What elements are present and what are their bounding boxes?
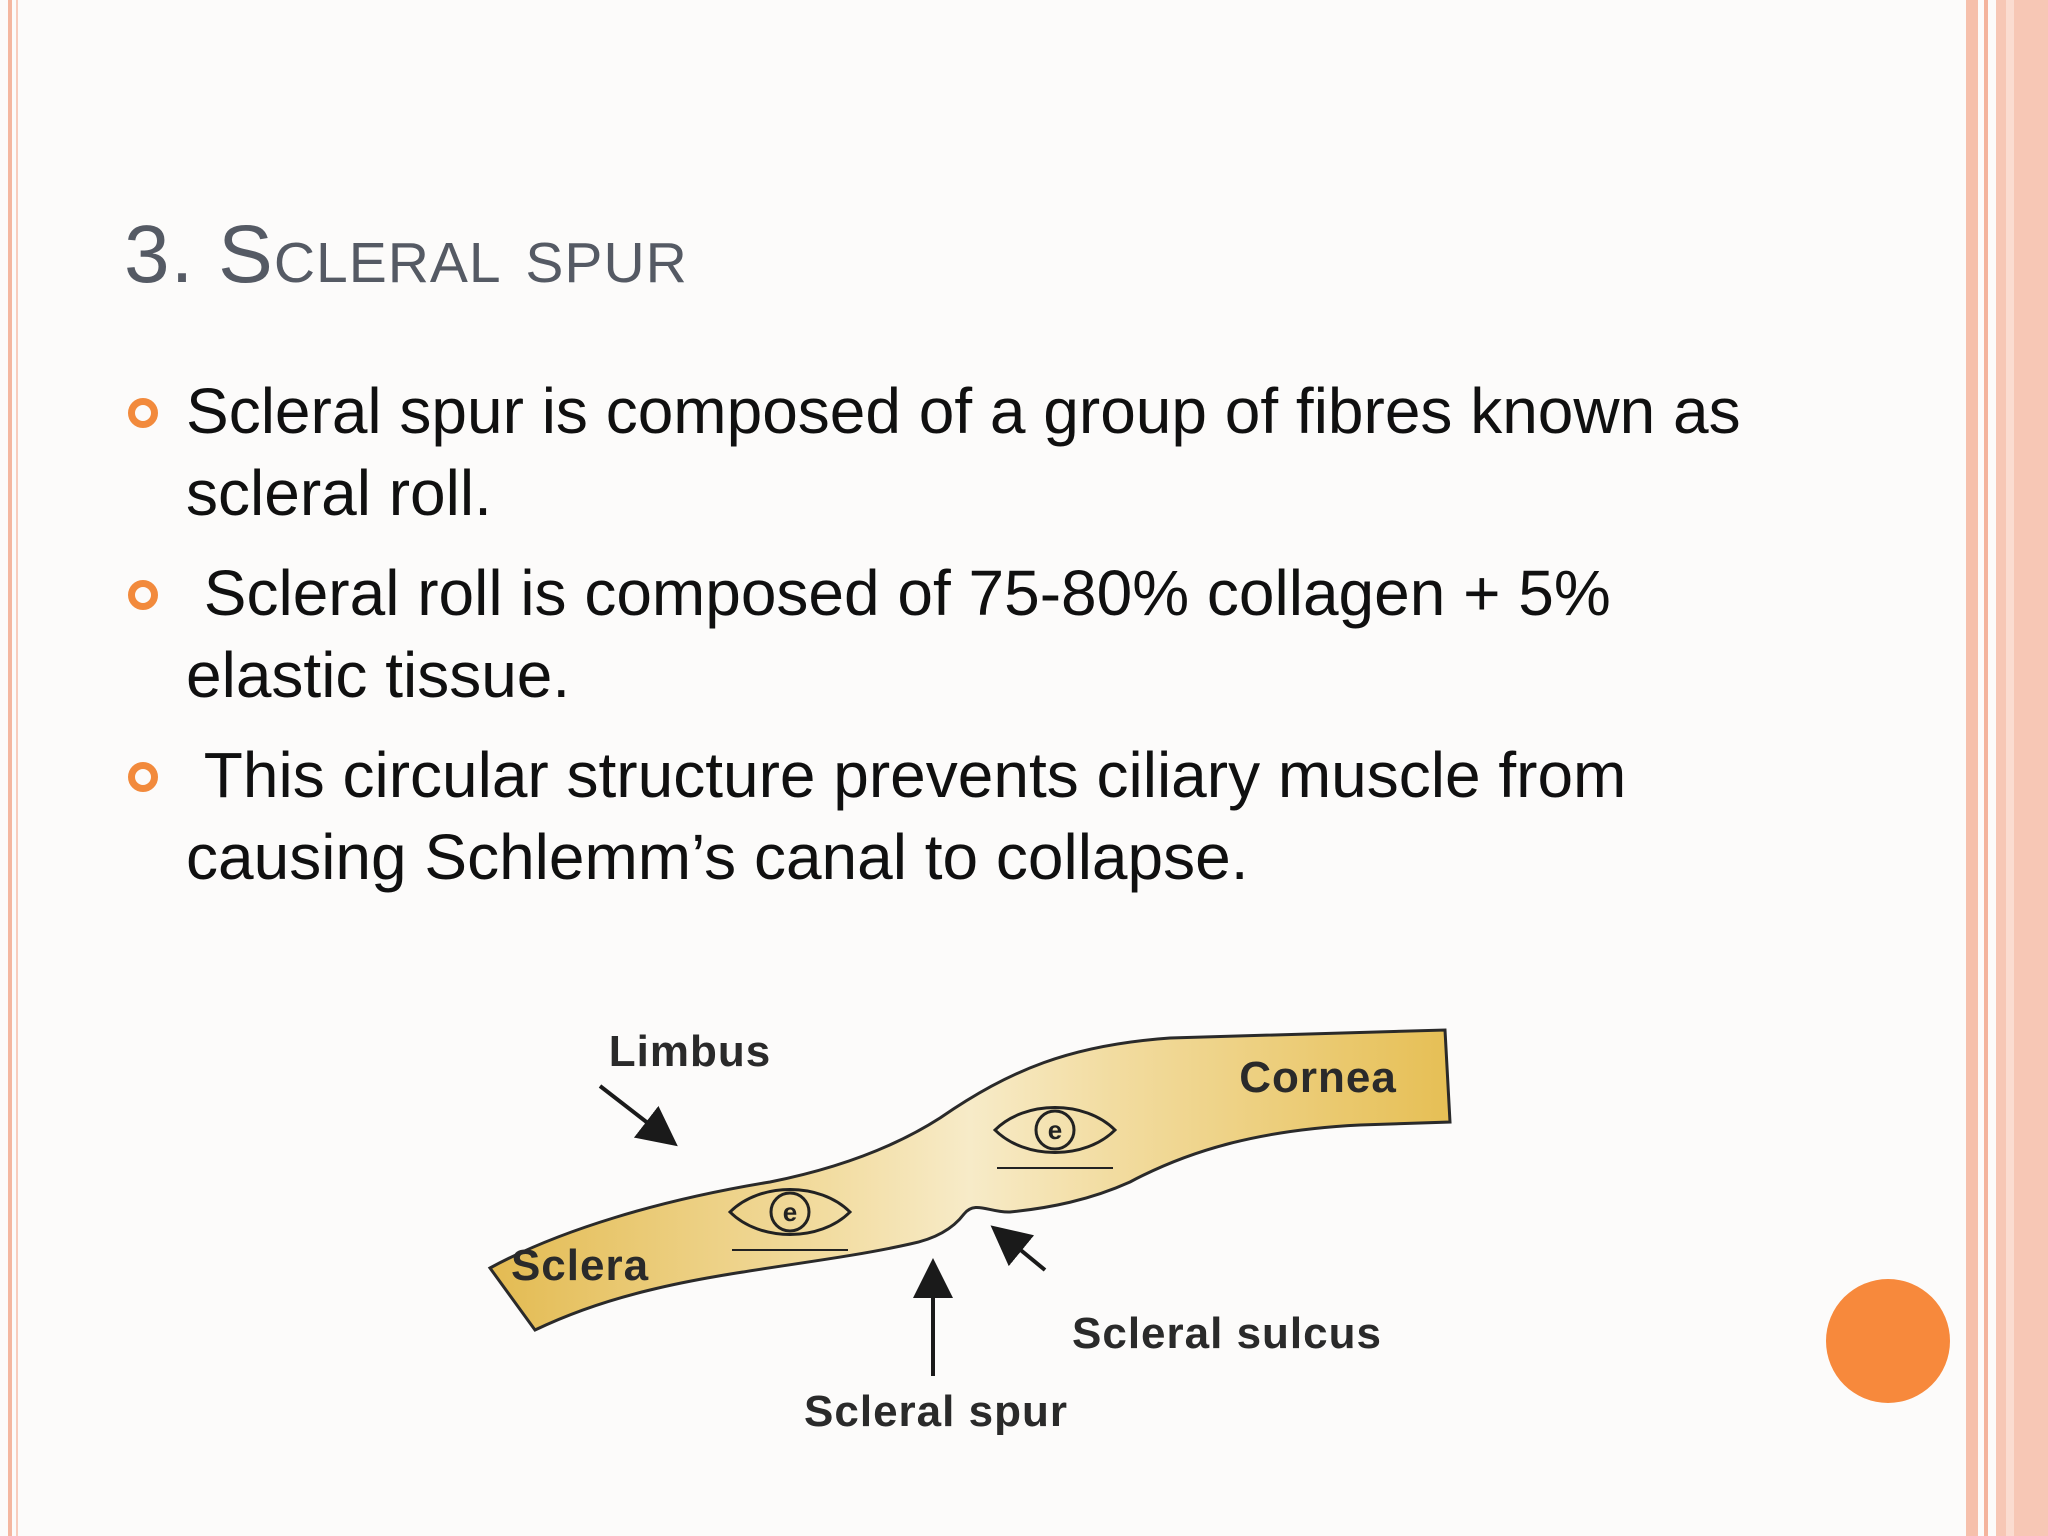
bullet-text: Scleral roll is composed of 75-80% colla… xyxy=(186,557,1629,711)
left-frame-line-inner xyxy=(16,0,18,1536)
bullet-ring-icon xyxy=(128,762,158,792)
limbus-label: Limbus xyxy=(609,1027,771,1076)
right-frame-border xyxy=(1966,0,2048,1536)
eye-logo-icon: e xyxy=(992,1106,1118,1169)
diagram-svg: e e Limbus Cornea Sclera Scleral sulcus … xyxy=(487,1027,1452,1436)
eye-logo-icon: e xyxy=(727,1188,853,1251)
bullet-text: This circular structure prevents ciliary… xyxy=(186,739,1645,893)
decorative-orange-circle xyxy=(1826,1279,1950,1403)
scleral-sulcus-label: Scleral sulcus xyxy=(1072,1309,1382,1358)
right-frame-stripe-3 xyxy=(1996,0,2048,1536)
scleral-sulcus-arrow-icon xyxy=(990,1225,1047,1272)
bullet-item: Scleral spur is composed of a group of f… xyxy=(124,370,1764,534)
slide-title: 3. Scleral spur xyxy=(124,209,688,300)
limbus-arrow-icon xyxy=(598,1084,678,1147)
scleral-spur-diagram: e e Limbus Cornea Sclera Scleral sulcus … xyxy=(470,1000,1500,1440)
bullet-list: Scleral spur is composed of a group of f… xyxy=(124,370,1764,916)
bullet-ring-icon xyxy=(128,580,158,610)
sclera-cornea-tissue xyxy=(487,1028,1452,1332)
left-frame-border xyxy=(0,0,28,1536)
sclera-label: Sclera xyxy=(511,1241,649,1290)
svg-text:e: e xyxy=(783,1197,797,1227)
scleral-spur-label: Scleral spur xyxy=(804,1387,1068,1436)
bullet-text: Scleral spur is composed of a group of f… xyxy=(186,375,1741,529)
left-frame-line-outer xyxy=(8,0,12,1536)
bullet-ring-icon xyxy=(128,398,158,428)
svg-text:e: e xyxy=(1048,1115,1062,1145)
bullet-item: Scleral roll is composed of 75-80% colla… xyxy=(124,552,1764,716)
right-frame-stripe-1 xyxy=(1966,0,1978,1536)
cornea-label: Cornea xyxy=(1239,1053,1397,1102)
bullet-item: This circular structure prevents ciliary… xyxy=(124,734,1764,898)
right-frame-stripe-2 xyxy=(1984,0,1988,1536)
